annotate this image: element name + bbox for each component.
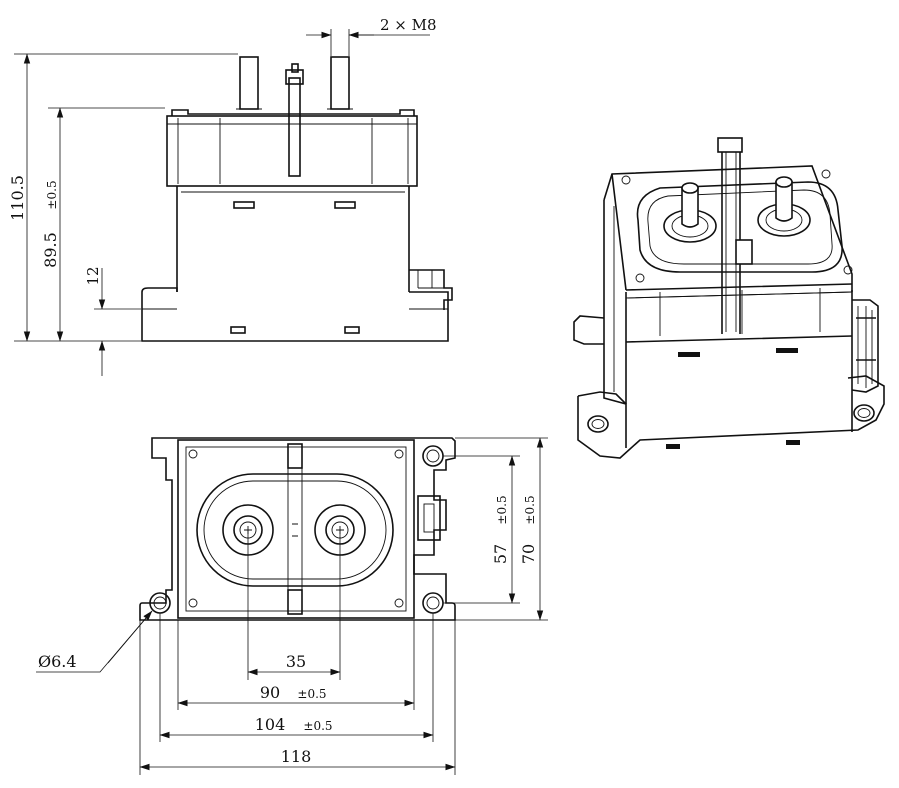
height-89-5-label: 89.5 <box>41 232 60 268</box>
front-view: 2 × M8 110.5 89.5 ±0.5 12 <box>8 16 453 376</box>
spacing-104-tolerance: ±0.5 <box>303 719 332 733</box>
width-90-tolerance: ±0.5 <box>297 687 326 701</box>
top-view: 35 90 ±0.5 104 ±0.5 118 57 ±0.5 70 ±0.5 … <box>36 437 548 775</box>
height-12-label: 12 <box>84 266 102 285</box>
depth-70-tolerance: ±0.5 <box>523 495 537 524</box>
depth-70-label: 70 <box>519 544 538 564</box>
isometric-view <box>573 137 885 459</box>
width-90-label: 90 <box>260 683 280 702</box>
spacing-35-label: 35 <box>286 652 306 671</box>
width-118-label: 118 <box>281 747 312 766</box>
height-110-5-label: 110.5 <box>8 175 27 221</box>
thread-label: 2 × M8 <box>380 16 437 34</box>
depth-57-tolerance: ±0.5 <box>495 495 509 524</box>
spacing-104-label: 104 <box>255 715 286 734</box>
height-89-5-tolerance: ±0.5 <box>45 180 59 209</box>
depth-57-label: 57 <box>491 544 510 564</box>
hole-diameter-label: Ø6.4 <box>38 652 77 671</box>
